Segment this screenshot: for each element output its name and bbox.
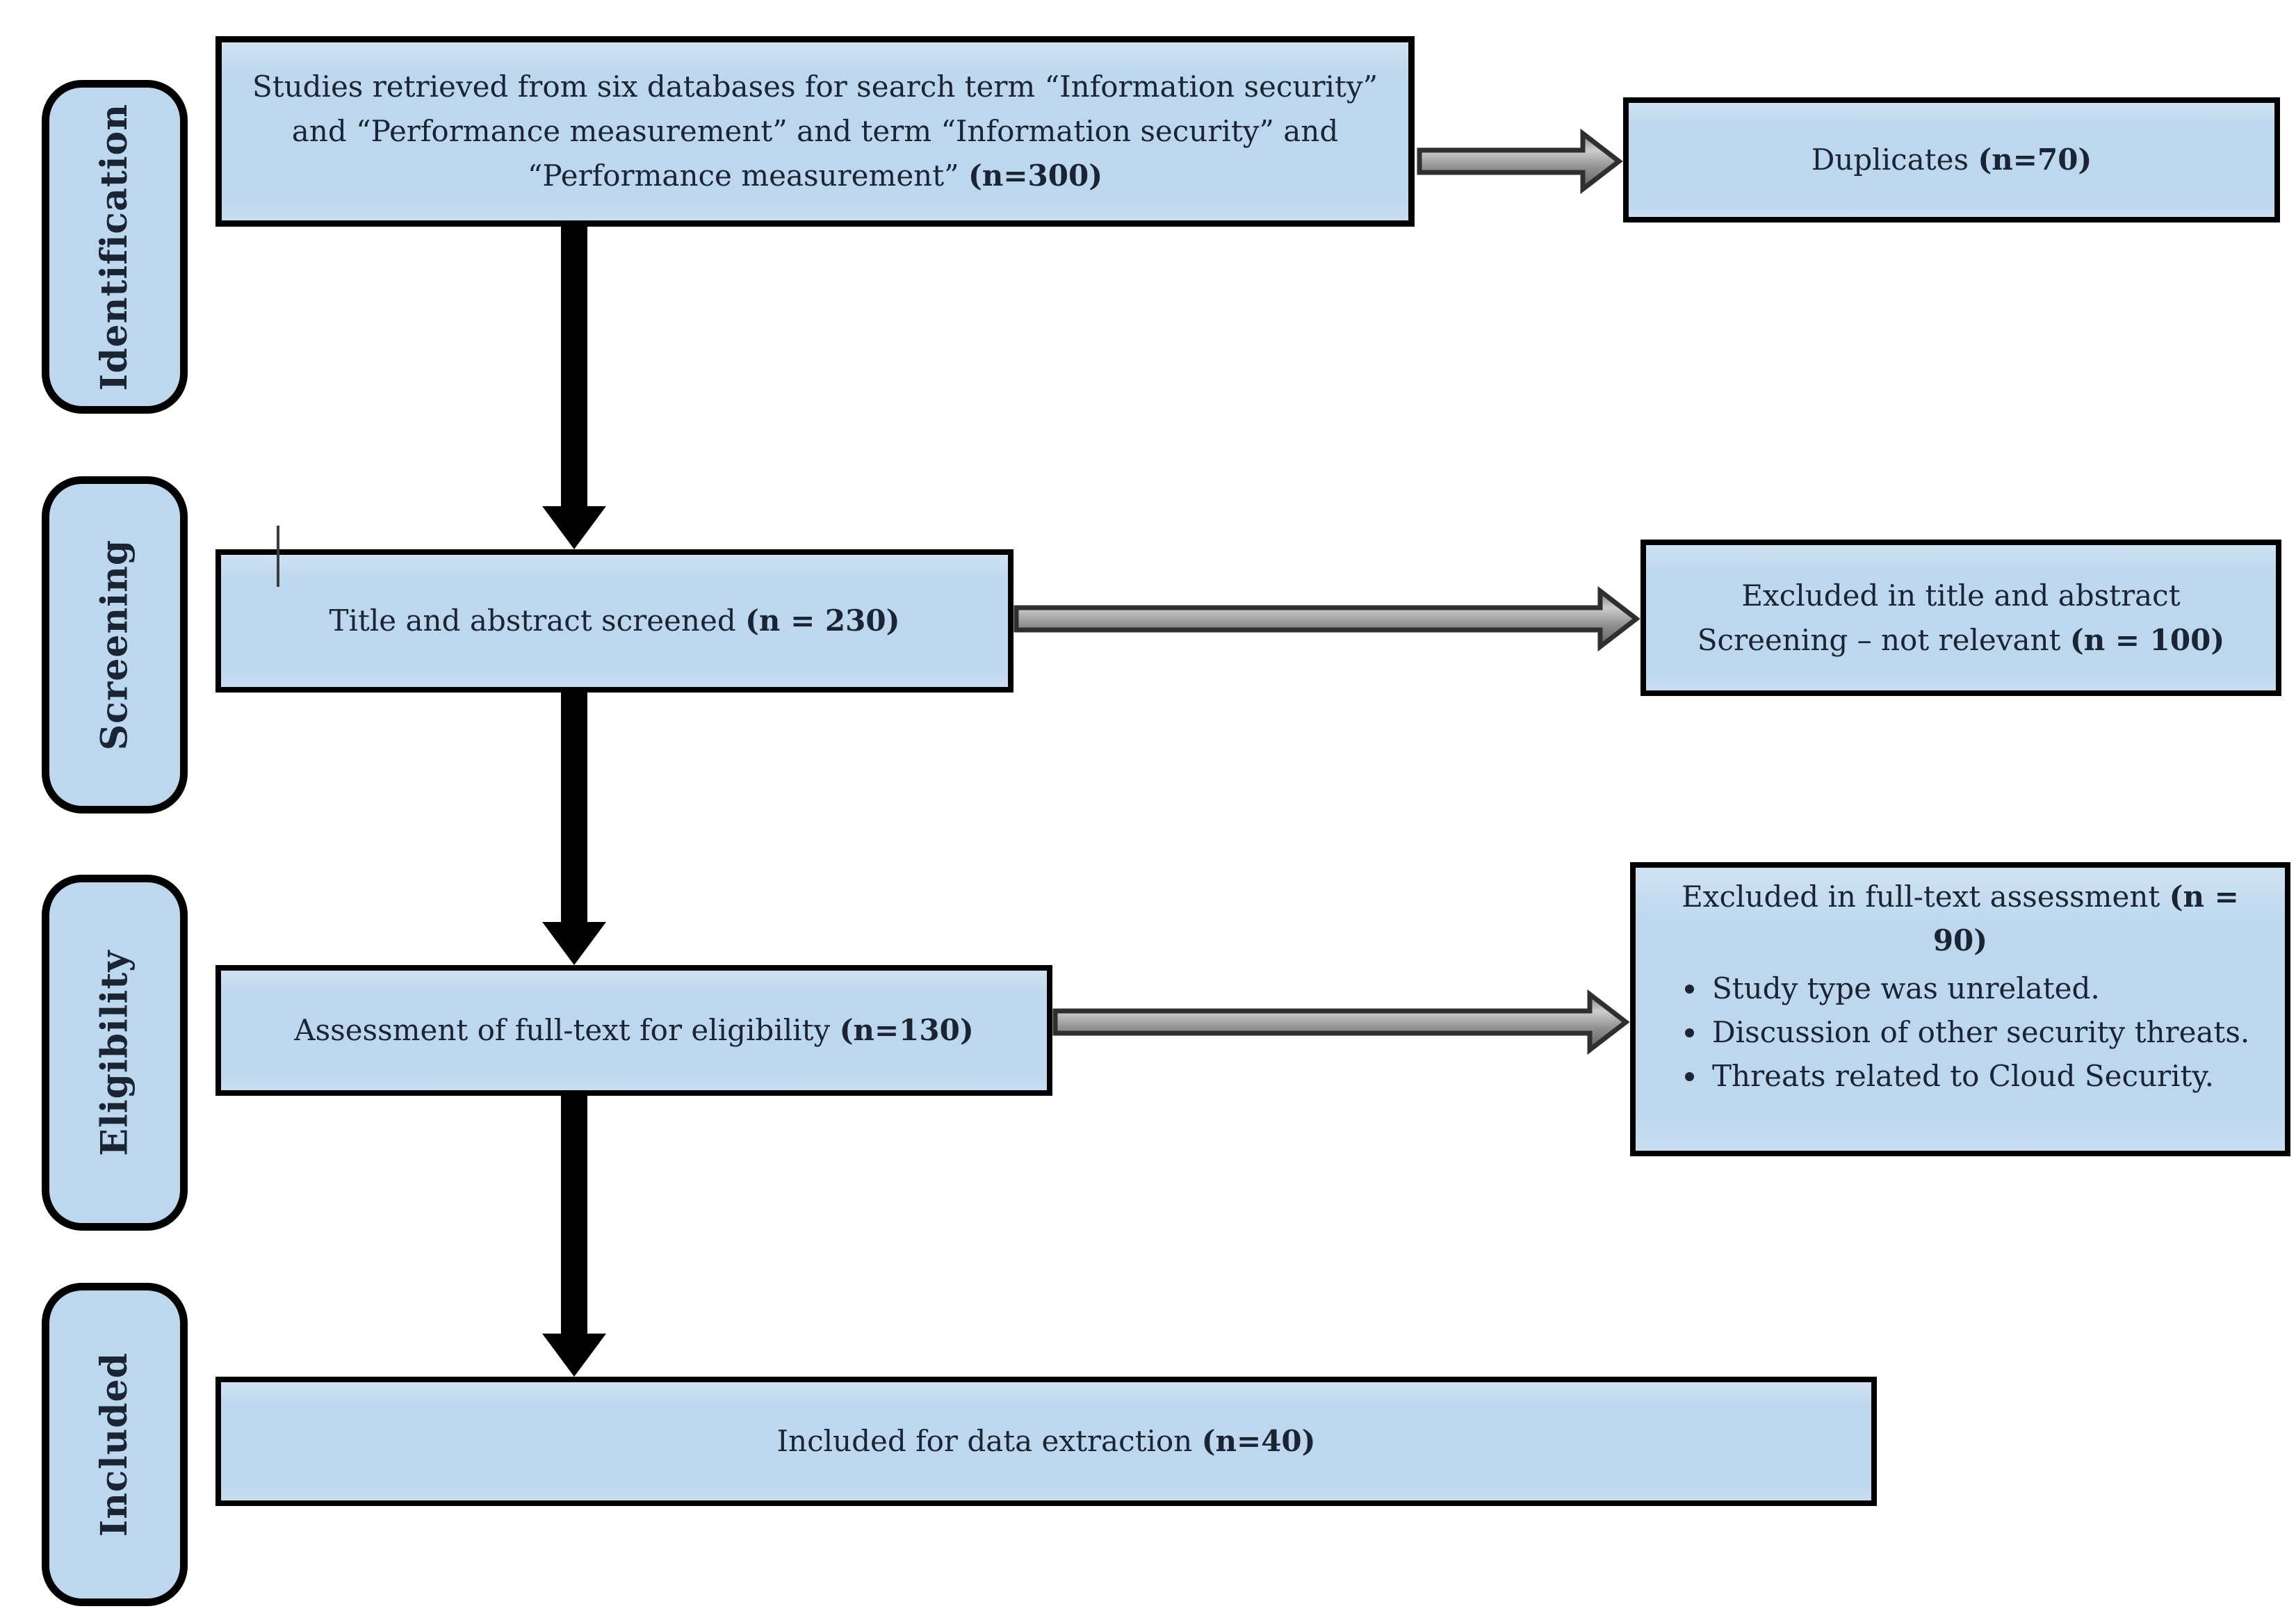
right-arrow-shape	[1417, 128, 1623, 195]
box-line: Screening – not relevant (n = 100)	[1697, 622, 2225, 657]
n-value-close: 90)	[1932, 923, 1988, 957]
stage-screening: Screening	[42, 476, 188, 813]
down-arrow-head-icon	[542, 1334, 606, 1377]
exclusion-reason-item: Threats related to Cloud Security.	[1708, 1054, 2267, 1098]
exclusion-reasons-list: Study type was unrelated. Discussion of …	[1654, 966, 2267, 1098]
n-value: (n = 100)	[2069, 622, 2225, 657]
stage-included: Included	[42, 1283, 188, 1606]
stage-screening-label: Screening	[93, 539, 136, 751]
stage-eligibility: Eligibility	[42, 875, 188, 1231]
right-arrow-shape	[1052, 989, 1630, 1055]
right-arrow-to-excluded-title-abstract	[1013, 585, 1640, 652]
right-arrow-to-excluded-fulltext	[1052, 989, 1630, 1055]
stage-eligibility-label: Eligibility	[93, 949, 136, 1156]
studies-retrieved-box: Studies retrieved from six databases for…	[215, 36, 1415, 227]
included-extraction-text: Included for data extraction (n=40)	[776, 1424, 1316, 1459]
down-arrow-shaft	[561, 224, 587, 506]
right-arrow-shape	[1013, 585, 1640, 652]
excluded-fulltext-content: Excluded in full-text assessment (n = 90…	[1636, 868, 2285, 1105]
exclusion-reason-item: Discussion of other security threats.	[1708, 1010, 2267, 1054]
down-arrow-head-icon	[542, 922, 606, 965]
stage-identification: Identification	[42, 80, 188, 414]
n-value-open: (n =	[2169, 880, 2239, 914]
exclusion-reason-item: Study type was unrelated.	[1708, 966, 2267, 1010]
title-abstract-screened-text: Title and abstract screened (n = 230)	[329, 604, 900, 638]
box-line: Studies retrieved from six databases for…	[252, 70, 1378, 104]
down-arrow-shaft	[561, 1096, 587, 1334]
excluded-fulltext-title: Excluded in full-text assessment (n = 90…	[1654, 875, 2267, 962]
down-arrow-head-icon	[542, 506, 606, 549]
fulltext-assessment-box: Assessment of full-text for eligibility …	[215, 965, 1052, 1096]
included-extraction-box: Included for data extraction (n=40)	[215, 1377, 1877, 1506]
duplicates-box: Duplicates (n=70)	[1623, 97, 2280, 222]
n-value: (n=130)	[839, 1013, 974, 1048]
duplicates-text: Duplicates (n=70)	[1811, 143, 2092, 177]
n-value: (n=300)	[968, 158, 1103, 193]
stage-included-label: Included	[93, 1352, 136, 1537]
down-arrow-eligibility-to-included	[542, 1096, 606, 1377]
n-value: (n=70)	[1978, 143, 2092, 177]
right-arrow-to-duplicates	[1417, 128, 1623, 195]
box-line: and “Performance measurement” and term “…	[291, 114, 1339, 149]
title-abstract-screened-box: Title and abstract screened (n = 230)	[215, 549, 1013, 693]
down-arrow-shaft	[561, 693, 587, 922]
n-value: (n=40)	[1201, 1424, 1316, 1459]
excluded-title-abstract-box: Excluded in title and abstract Screening…	[1640, 540, 2281, 696]
studies-retrieved-text: Studies retrieved from six databases for…	[222, 65, 1408, 197]
box-line: “Performance measurement” (n=300)	[527, 158, 1103, 193]
excluded-title-abstract-text: Excluded in title and abstract Screening…	[1646, 574, 2276, 663]
excluded-fulltext-box: Excluded in full-text assessment (n = 90…	[1630, 862, 2290, 1156]
fulltext-assessment-text: Assessment of full-text for eligibility …	[294, 1013, 974, 1048]
down-arrow-screening-to-eligibility	[542, 693, 606, 965]
down-arrow-identification-to-screening	[542, 224, 606, 549]
box-line: Excluded in full-text assessment (n =	[1682, 880, 2239, 914]
n-value: (n = 230)	[745, 604, 900, 638]
box-line: Excluded in title and abstract	[1741, 578, 2181, 613]
stage-identification-label: Identification	[93, 103, 136, 391]
right-arrow-icon	[1013, 585, 1640, 652]
right-arrow-icon	[1052, 989, 1630, 1055]
right-arrow-icon	[1417, 128, 1623, 195]
text-cursor-artifact	[277, 526, 279, 587]
box-line: 90)	[1654, 918, 2267, 962]
